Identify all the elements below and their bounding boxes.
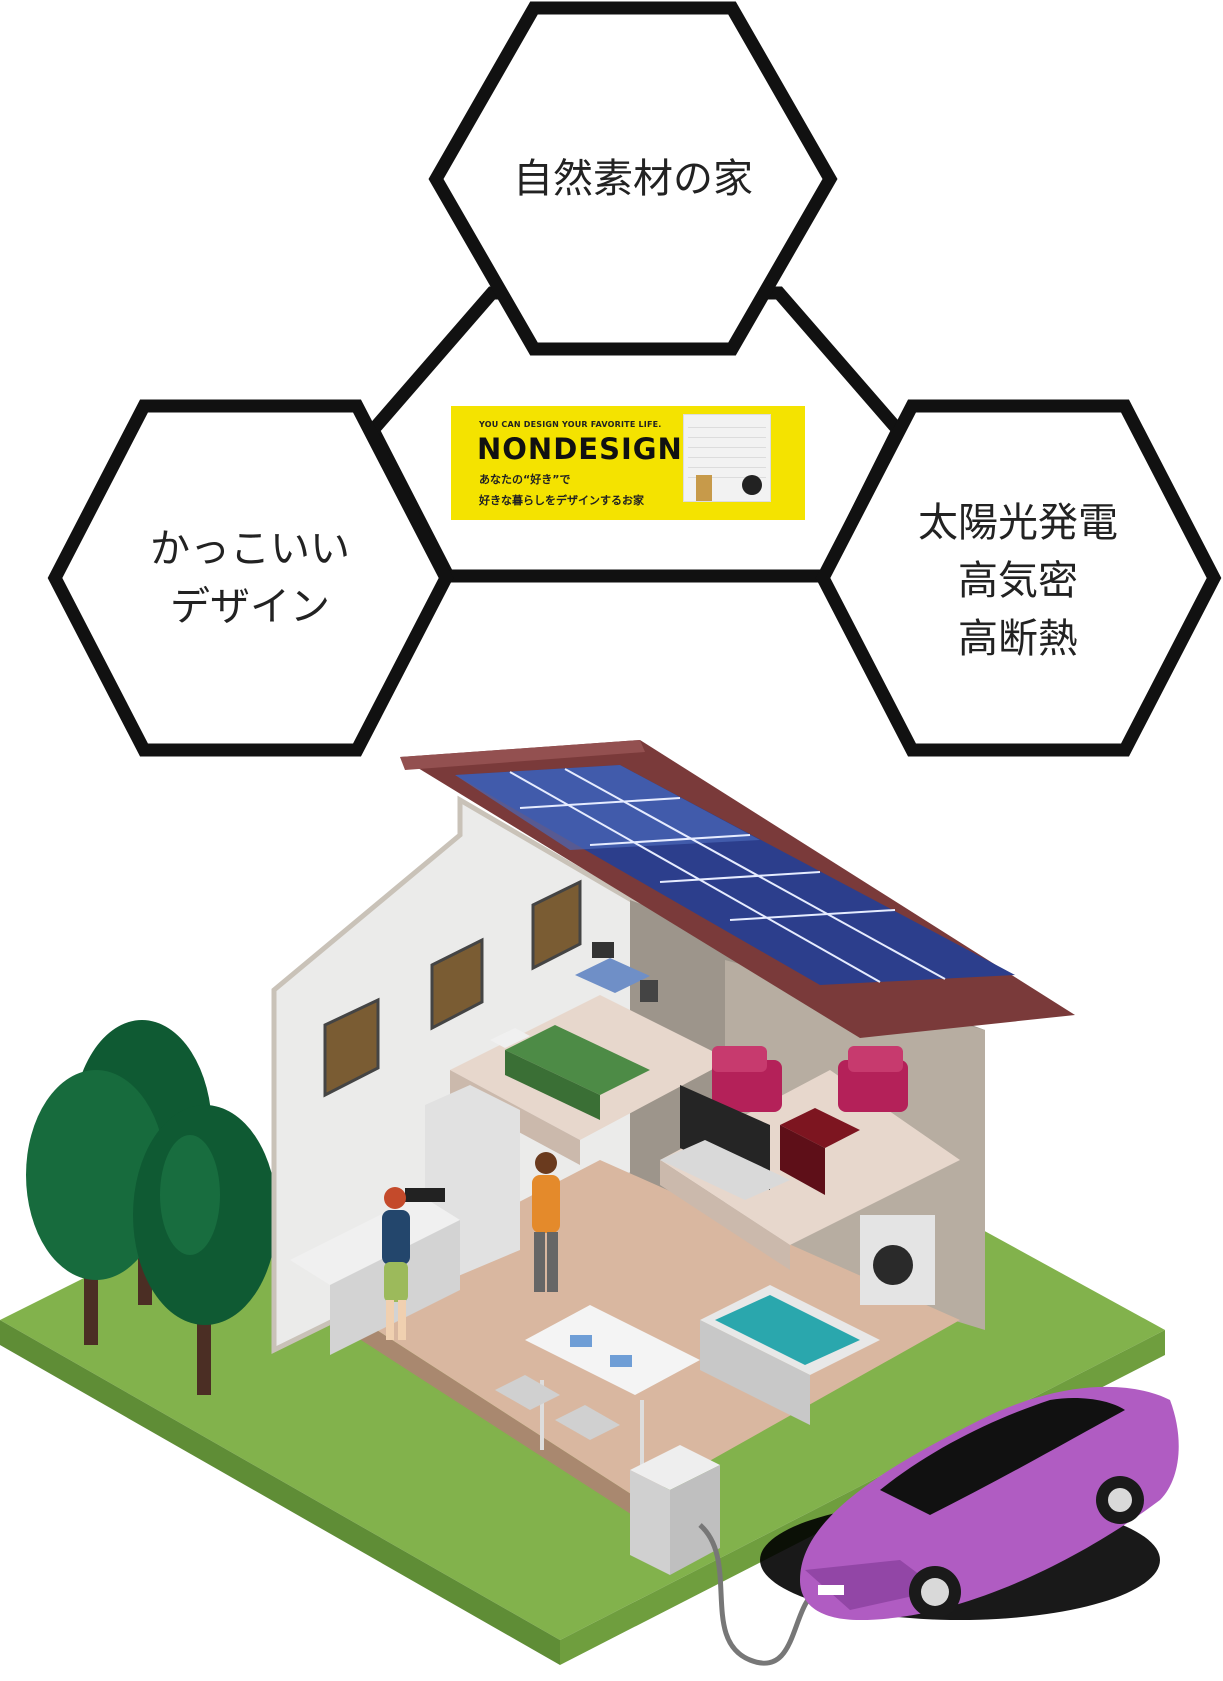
upper-floor-right-edge [660, 1160, 790, 1270]
hex-left-label: かっこいい デザイン [85, 520, 415, 636]
roof-top-surface [400, 740, 645, 770]
hex-top-line-1: 自然素材の家 [513, 156, 753, 202]
bathroom [700, 1215, 935, 1425]
ground-floor-edge [330, 1300, 640, 1520]
desk [575, 942, 658, 1002]
banner-door-icon [696, 475, 712, 501]
house-windows [323, 879, 582, 1098]
living-room [660, 1046, 908, 1200]
bed [490, 1025, 650, 1120]
electric-car [760, 1386, 1179, 1620]
hex-right [815, 399, 1222, 757]
banner-house-image [683, 414, 771, 502]
hex-right-line-2: 高気密 [958, 558, 1078, 604]
hex-top-label: 自然素材の家 [456, 150, 810, 208]
banner-line-2: 好きな暮らしをデザインするお家 [479, 494, 644, 507]
hex-left-line-2: デザイン [170, 584, 330, 630]
ev-charger [630, 1445, 822, 1666]
hex-left [47, 399, 454, 757]
banner-logo: NONDESIGN [477, 432, 683, 466]
hex-right-line-3: 高断熱 [958, 616, 1078, 662]
house-illustration [0, 740, 1179, 1666]
people [382, 1152, 560, 1340]
grass-side-left [0, 1320, 560, 1665]
banner-badge-icon [742, 475, 762, 495]
trees [26, 1020, 277, 1395]
solar-panels [455, 765, 1015, 985]
banner-line-1: あなたの“好き”で [479, 473, 571, 486]
hex-right-label: 太陽光発電 高気密 高断熱 [853, 494, 1183, 668]
hex-top [428, 1, 838, 356]
hex-network [47, 1, 1222, 757]
dining-table [495, 1305, 700, 1470]
hex-right-line-1: 太陽光発電 [918, 500, 1118, 546]
nondesign-banner[interactable]: YOU CAN DESIGN YOUR FAVORITE LIFE. NONDE… [451, 406, 805, 520]
banner-tagline: YOU CAN DESIGN YOUR FAVORITE LIFE. [479, 420, 662, 429]
hex-left-line-1: かっこいい [150, 526, 350, 572]
